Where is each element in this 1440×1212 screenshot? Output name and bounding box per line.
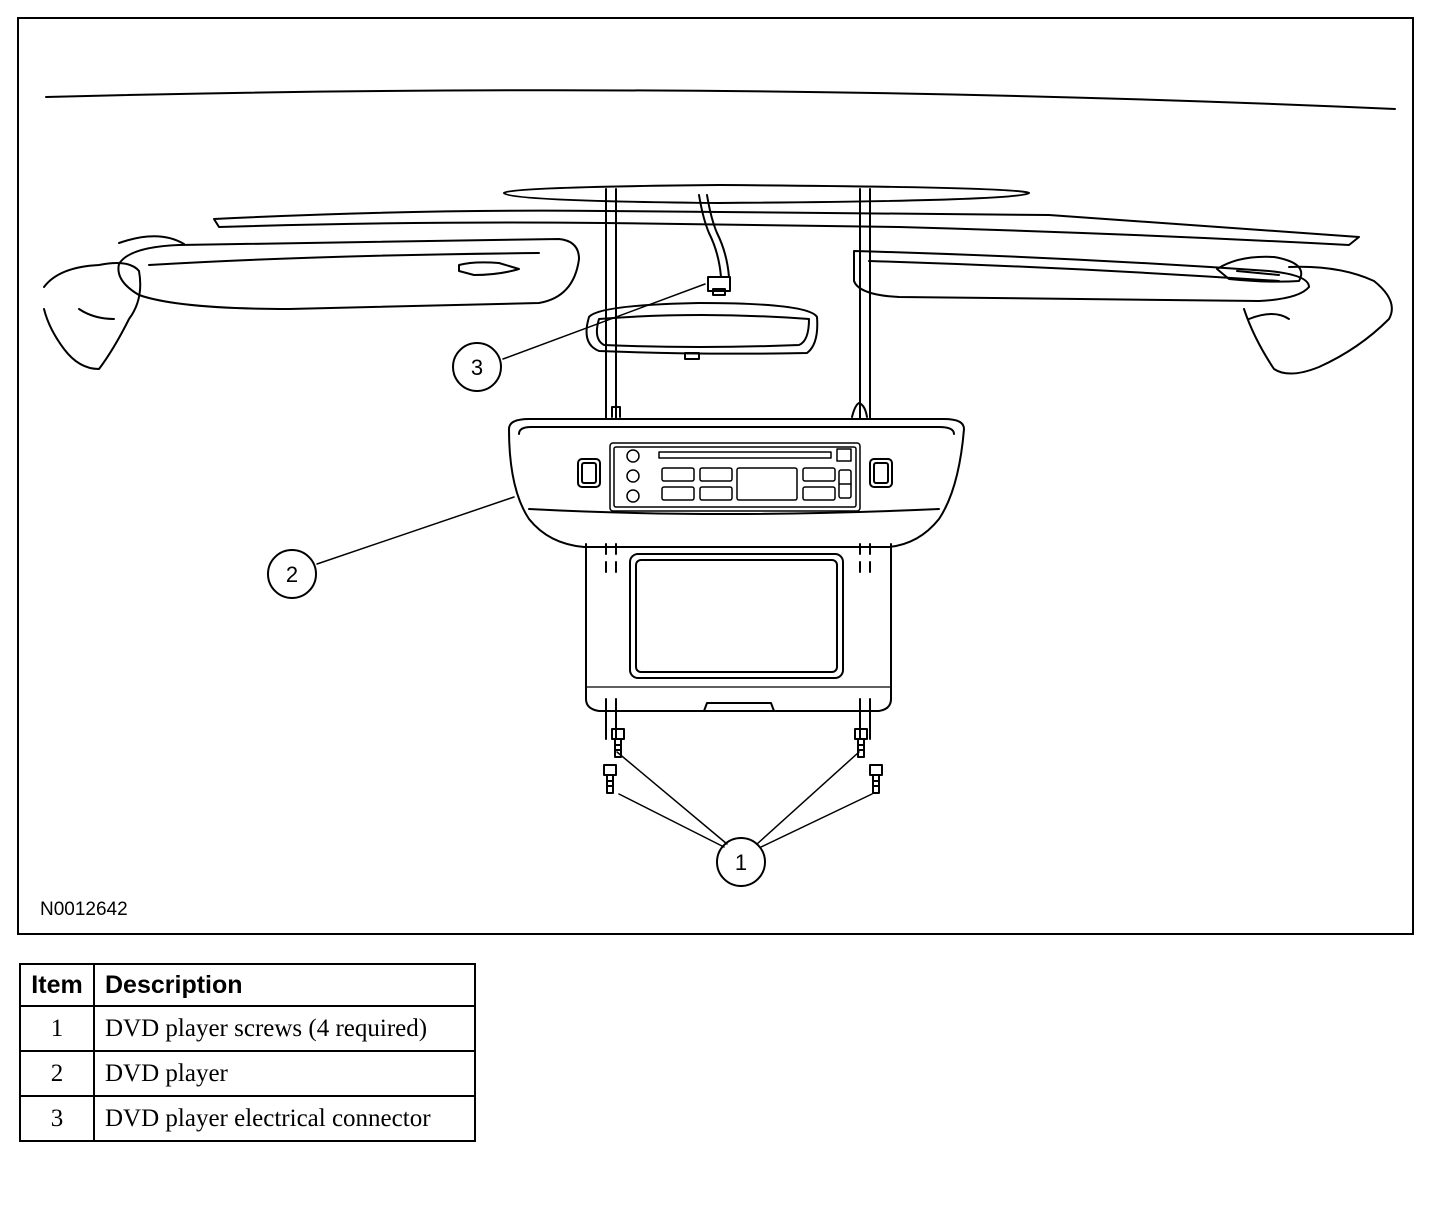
dvd-player-screws	[603, 728, 883, 794]
dvd-control-panel	[609, 442, 861, 512]
callout-3: 3	[452, 342, 502, 392]
callout-1-label: 1	[735, 850, 747, 875]
legend-header-row: Item Description	[19, 963, 476, 1007]
roof-line	[45, 89, 1396, 110]
legend-item-number: 2	[19, 1050, 95, 1097]
screw	[854, 728, 868, 758]
callout-2-label: 2	[286, 562, 298, 587]
legend-item-number: 3	[19, 1095, 95, 1142]
legend-item-description: DVD player electrical connector	[93, 1095, 476, 1142]
dvd-player-housing	[508, 402, 965, 548]
screw	[603, 764, 617, 794]
legend-item-description: DVD player screws (4 required)	[93, 1005, 476, 1052]
legend-item-number: 1	[19, 1005, 95, 1052]
callout-3-label: 3	[471, 355, 483, 380]
fold-down-screen	[585, 543, 892, 712]
diagram-figure: 3 2 1 N0012642	[17, 17, 1414, 935]
table-row: 1 DVD player screws (4 required)	[19, 1005, 476, 1052]
screw	[869, 764, 883, 794]
legend-header-item: Item	[19, 963, 95, 1007]
table-row: 2 DVD player	[19, 1050, 476, 1097]
rearview-mirror	[585, 302, 819, 360]
legend-table: Item Description 1 DVD player screws (4 …	[19, 963, 476, 1142]
alignment-lines	[605, 188, 871, 740]
table-row: 3 DVD player electrical connector	[19, 1095, 476, 1142]
leader-lines	[316, 283, 873, 848]
right-trim-hand	[1243, 265, 1393, 375]
callout-1: 1	[716, 837, 766, 887]
dvd-player-installation-drawing: 3 2 1	[43, 89, 1396, 887]
dvd-electrical-connector	[698, 194, 731, 296]
left-trim-hand	[43, 235, 185, 370]
figure-id-label: N0012642	[40, 899, 128, 920]
legend-item-description: DVD player	[93, 1050, 476, 1097]
headliner-console	[117, 184, 1360, 310]
legend-header-description: Description	[93, 963, 476, 1007]
callout-2: 2	[267, 549, 317, 599]
screw	[611, 728, 625, 758]
